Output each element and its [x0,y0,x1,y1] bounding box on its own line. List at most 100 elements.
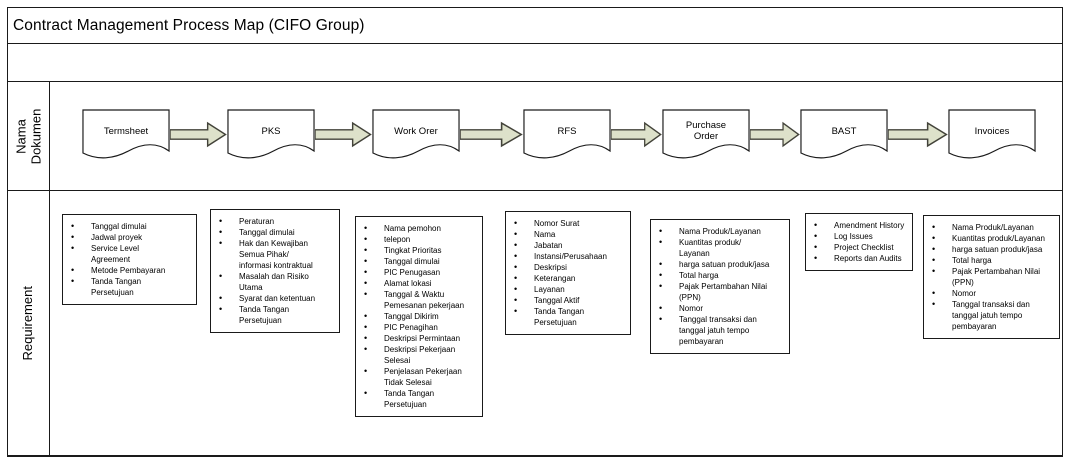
flow-arrow-icon [315,121,372,148]
document-shape-work-orer: Work Orer [372,109,460,166]
document-shape-rfs: RFS [523,109,611,166]
document-label: PKS [261,125,281,137]
requirement-item: Deskripsi Pekerjaan Selesai [356,344,480,366]
requirement-item: Tanggal dimulai [211,227,337,238]
document-icon [227,109,315,159]
requirement-item: Tanda Tangan Persetujuan [211,304,337,326]
document-icon [523,109,611,159]
flow-arrow-icon [170,121,227,148]
document-shape-bast: BAST [800,109,888,166]
flow-arrow-icon [611,121,662,148]
requirement-box-bast: Amendment HistoryLog IssuesProject Check… [805,213,913,271]
requirement-item: Deskripsi [506,262,628,273]
requirement-item: harga satuan produk/jasa [651,259,787,270]
requirement-item: Tanggal dimulai [356,256,480,267]
document-label: RFS [557,125,577,137]
requirement-item: Peraturan [211,216,337,227]
requirement-item: Alamat lokasi [356,278,480,289]
flow-arrow-icon [888,121,948,148]
diagram-title: Contract Management Process Map (CIFO Gr… [13,16,365,34]
lane-label-requirement: Requirement [8,191,50,455]
requirement-box-work-orer: Nama pemohonteleponTingkat PrioritasTang… [355,216,483,417]
document-label: BAST [831,125,857,137]
requirement-item: Keterangan [506,273,628,284]
document-icon [372,109,460,159]
document-label: Purchase Order [685,120,727,142]
requirement-item: Syarat dan ketentuan [211,293,337,304]
requirement-item: PIC Penagihan [356,322,480,333]
lane-label-nama-dokumen-text: Nama Dokumen [13,108,43,164]
requirement-item: Log Issues [806,231,910,242]
requirement-item: Amendment History [806,220,910,231]
requirement-item: Tanggal transaksi dan tanggal jatuh temp… [924,299,1057,332]
lane-label-nama-dokumen: Nama Dokumen [8,82,50,191]
requirement-item: Tingkat Prioritas [356,245,480,256]
diagram-frame: Contract Management Process Map (CIFO Gr… [7,7,1063,457]
requirement-item: Nomor [924,288,1057,299]
requirement-item: Nama Produk/Layanan [651,226,787,237]
document-icon [82,109,170,159]
requirement-item: Kuantitas produk/ Layanan [651,237,787,259]
requirement-item: Project Checklist [806,242,910,253]
requirement-item: Nama Produk/Layanan [924,222,1057,233]
requirement-item: Layanan [506,284,628,295]
requirement-item: harga satuan produk/jasa [924,244,1057,255]
requirement-item: Nama pemohon [356,223,480,234]
requirement-list: Nama Produk/LayananKuantitas produk/Laya… [924,222,1057,332]
requirement-item: Tanda Tangan Persetujuan [356,388,480,410]
requirement-item: Total harga [924,255,1057,266]
requirement-item: Total harga [651,270,787,281]
requirement-item: Jadwal proyek [63,232,194,243]
requirement-item: Masalah dan Risiko Utama [211,271,337,293]
requirement-box-invoices: Nama Produk/LayananKuantitas produk/Laya… [923,215,1060,339]
requirement-item: Pajak Pertambahan Nilai (PPN) [651,281,787,303]
requirement-item: Nomor [651,303,787,314]
requirement-item: Pajak Pertambahan Nilai (PPN) [924,266,1057,288]
title-row: Contract Management Process Map (CIFO Gr… [8,8,1062,44]
requirement-item: Jabatan [506,240,628,251]
document-shape-termsheet: Termsheet [82,109,170,166]
requirement-list: Nama Produk/LayananKuantitas produk/ Lay… [651,226,787,347]
lane-label-requirement-text: Requirement [20,285,36,361]
requirement-box-pks: PeraturanTanggal dimulaiHak dan Kewajiba… [210,209,340,333]
requirement-box-rfs: Nomor SuratNamaJabatanInstansi/Perusahaa… [505,211,631,335]
requirement-item: Metode Pembayaran [63,265,194,276]
requirement-item: Nama [506,229,628,240]
requirement-box-termsheet: Tanggal dimulaiJadwal proyekService Leve… [62,214,197,305]
requirement-item: Nomor Surat [506,218,628,229]
requirement-list: PeraturanTanggal dimulaiHak dan Kewajiba… [211,216,337,326]
requirement-list: Amendment HistoryLog IssuesProject Check… [806,220,910,264]
requirement-box-purchase-order: Nama Produk/LayananKuantitas produk/ Lay… [650,219,790,354]
flow-arrow-icon [460,121,523,148]
requirement-item: Tanggal dimulai [63,221,194,232]
requirement-item: Service Level Agreement [63,243,194,265]
requirement-item: Reports dan Audits [806,253,910,264]
empty-row [8,44,1062,82]
requirement-list: Nomor SuratNamaJabatanInstansi/Perusahaa… [506,218,628,328]
document-icon [662,109,750,159]
requirement-item: Tanggal Dikirim [356,311,480,322]
lane-requirement: Tanggal dimulaiJadwal proyekService Leve… [50,191,1062,455]
requirement-item: Tanda Tangan Persetujuan [506,306,628,328]
requirement-item: Tanda Tangan Persetujuan [63,276,194,298]
lane-nama-dokumen: Termsheet PKS Work Orer RFS Purchase Ord… [50,82,1062,191]
document-icon [948,109,1036,159]
requirement-list: Nama pemohonteleponTingkat PrioritasTang… [356,223,480,410]
requirement-item: Tanggal Aktif [506,295,628,306]
requirement-item: Tanggal transaksi dan tanggal jatuh temp… [651,314,787,347]
requirement-item: Penjelasan Pekerjaan Tidak Selesai [356,366,480,388]
requirement-list: Tanggal dimulaiJadwal proyekService Leve… [63,221,194,298]
document-shape-pks: PKS [227,109,315,166]
document-shape-invoices: Invoices [948,109,1036,166]
document-label: Invoices [974,125,1010,137]
requirement-item: Instansi/Perusahaan [506,251,628,262]
requirement-item: Kuantitas produk/Layanan [924,233,1057,244]
requirement-item: Hak dan Kewajiban Semua Pihak/ informasi… [211,238,337,271]
document-shape-purchase-order: Purchase Order [662,109,750,166]
flow-arrow-icon [750,121,800,148]
requirement-item: PIC Penugasan [356,267,480,278]
requirement-item: Tanggal & Waktu Pemesanan pekerjaan [356,289,480,311]
requirement-item: Deskripsi Permintaan [356,333,480,344]
document-label: Work Orer [394,125,438,137]
